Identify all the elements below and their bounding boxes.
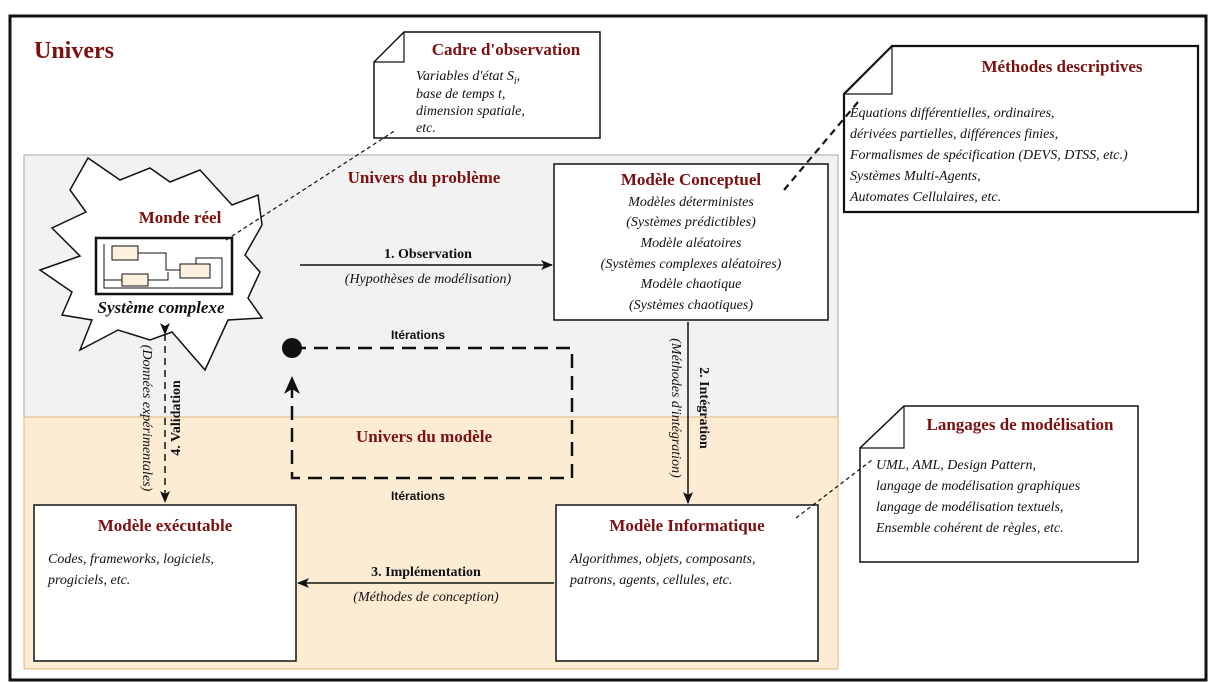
iterations-top-label: Itérations (391, 328, 445, 342)
descriptive-line: Formalismes de spécification (DEVS, DTSS… (849, 148, 1128, 163)
descriptive-note-fold (844, 46, 893, 95)
integration-label: 2. Intégration (696, 367, 711, 449)
integration-sub: (Méthodes d'intégration) (668, 338, 683, 478)
model-zone-title: Univers du modèle (356, 427, 492, 446)
observation-sub: (Hypothèses de modélisation) (345, 272, 512, 287)
modeling-languages-note (859, 405, 1139, 563)
descriptive-line: dérivées partielles, différences finies, (850, 127, 1058, 142)
observation-frame-note (373, 31, 601, 139)
languages-line: langage de modélisation textuels, (876, 500, 1063, 515)
universe-title: Univers (34, 38, 114, 64)
observation-connector (225, 129, 397, 241)
languages-line: langage de modélisation graphiques (876, 479, 1081, 494)
observation-line: etc. (416, 121, 436, 136)
descriptive-line: Automates Cellulaires, etc. (849, 190, 1001, 205)
computer-model-title: Modèle Informatique (609, 516, 765, 535)
computer-line: patrons, agents, cellules, etc. (569, 573, 732, 588)
observation-line-main: Variables d'état S (416, 69, 514, 84)
observation-line: dimension spatiale, (416, 104, 525, 119)
conceptual-line: (Systèmes prédictibles) (626, 215, 756, 230)
descriptive-line: Equations différentielles, ordinaires, (849, 106, 1055, 121)
iteration-loop (284, 346, 574, 480)
implementation-label: 3. Implémentation (371, 565, 481, 580)
observation-line: base de temps t, (416, 87, 505, 102)
executable-model-box (33, 504, 297, 662)
observation-note-fold (374, 32, 405, 63)
descriptive-line: Systèmes Multi-Agents, (850, 169, 981, 184)
languages-connector (795, 459, 873, 519)
validation-label: 4. Validation (169, 380, 184, 456)
descriptive-methods-title: Méthodes descriptives (981, 57, 1142, 76)
languages-note-fold (860, 406, 905, 449)
executable-line: Codes, frameworks, logiciels, (48, 552, 214, 567)
computer-line: Algorithmes, objets, composants, (569, 552, 756, 567)
observation-subscript: i (514, 76, 517, 87)
descriptive-methods-note (842, 44, 1200, 214)
observation-frame-title: Cadre d'observation (432, 40, 581, 59)
observation-label: 1. Observation (384, 247, 472, 262)
conceptual-line: (Systèmes chaotiques) (629, 298, 753, 313)
executable-line: progiciels, etc. (47, 573, 130, 588)
modeling-languages-title: Langages de modélisation (926, 415, 1114, 434)
observation-line: Variables d'état Si, (416, 69, 520, 87)
languages-line: Ensemble cohérent de règles, etc. (875, 521, 1064, 536)
implementation-sub: (Méthodes de conception) (353, 590, 499, 605)
computer-model-box (555, 504, 819, 662)
problem-zone-title: Univers du problème (348, 168, 501, 187)
languages-line: UML, AML, Design Pattern, (876, 458, 1036, 473)
conceptual-model-lines: Modèles déterministes (Systèmes prédicti… (601, 195, 782, 313)
iterations-bottom-label: Itérations (391, 489, 445, 503)
complex-system-label: Système complexe (98, 298, 225, 317)
conceptual-line: Modèle chaotique (640, 277, 742, 292)
conceptual-line: Modèles déterministes (627, 195, 754, 210)
real-world-title: Monde réel (139, 208, 222, 227)
system-circuit-icon (103, 244, 223, 289)
conceptual-model-title: Modèle Conceptuel (621, 170, 762, 189)
conceptual-line: (Systèmes complexes aléatoires) (601, 257, 782, 272)
validation-sub: (Données expérimentales) (139, 345, 154, 492)
conceptual-model-box (553, 163, 829, 321)
executable-model-title: Modèle exécutable (98, 516, 233, 535)
conceptual-line: Modèle aléatoires (640, 236, 743, 251)
observation-suffix: , (517, 69, 521, 84)
iteration-start-dot (282, 338, 302, 358)
